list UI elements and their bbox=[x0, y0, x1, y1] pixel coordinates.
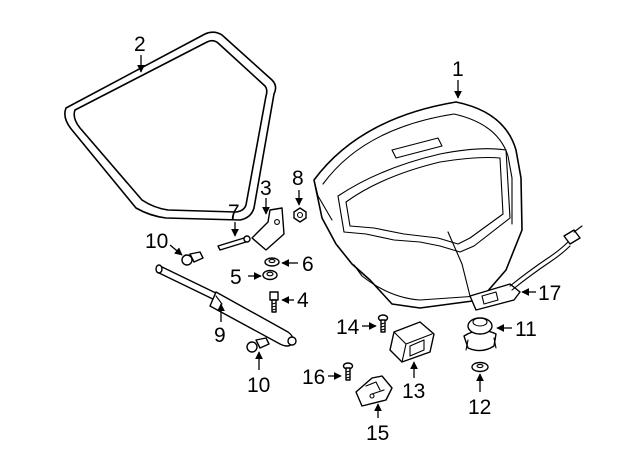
screw-part-16 bbox=[342, 362, 354, 381]
callout-15: 15 bbox=[366, 422, 389, 445]
gas-strut-part bbox=[155, 264, 297, 347]
leader-line-10-upper bbox=[169, 244, 183, 256]
latch-actuator-part bbox=[389, 321, 435, 363]
liftgate-part bbox=[313, 101, 523, 309]
callout-4: 4 bbox=[297, 289, 309, 312]
callout-9: 9 bbox=[214, 324, 226, 347]
callout-5: 5 bbox=[230, 266, 242, 289]
lock-cylinder-part bbox=[463, 317, 497, 352]
ball-stud-part-lower bbox=[246, 337, 270, 353]
callout-17: 17 bbox=[538, 282, 561, 305]
liftgate-switch-part bbox=[469, 225, 583, 311]
washer-part-5 bbox=[262, 269, 278, 281]
callout-12: 12 bbox=[468, 396, 491, 419]
callout-1: 1 bbox=[452, 58, 464, 81]
weatherstrip-seal-part bbox=[64, 31, 277, 221]
callout-10-upper: 10 bbox=[145, 230, 168, 253]
hinge-bracket-part bbox=[251, 207, 285, 251]
callout-8: 8 bbox=[292, 167, 304, 190]
ball-stud-part-upper bbox=[181, 251, 204, 266]
grommet-part bbox=[471, 361, 489, 373]
callout-2: 2 bbox=[134, 33, 146, 56]
callout-11: 11 bbox=[515, 318, 537, 341]
callout-3: 3 bbox=[260, 177, 272, 200]
hinge-pin-part bbox=[217, 235, 251, 251]
washer-part-6 bbox=[264, 257, 280, 267]
callout-6: 6 bbox=[302, 253, 314, 276]
callout-10-lower: 10 bbox=[247, 374, 270, 397]
screw-part-14 bbox=[377, 314, 389, 333]
callout-7: 7 bbox=[228, 201, 240, 224]
callout-14: 14 bbox=[336, 316, 360, 339]
callout-16: 16 bbox=[302, 366, 325, 389]
nut-part bbox=[293, 207, 307, 223]
bolt-part-4 bbox=[269, 291, 279, 313]
latch-part bbox=[355, 375, 393, 407]
callout-13: 13 bbox=[402, 380, 425, 403]
